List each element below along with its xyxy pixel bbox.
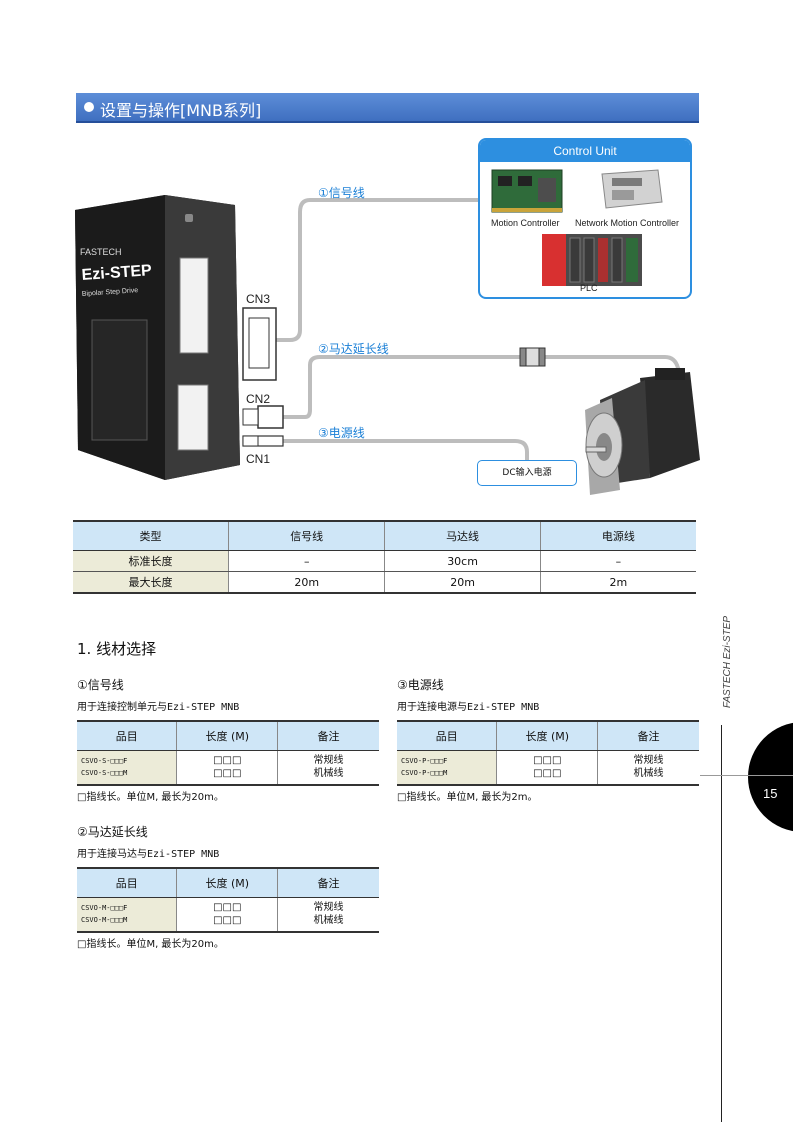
table-header-cell: 长度 (M) [176,720,278,751]
power-title: ③电源线 [397,678,444,692]
cn3-connector [242,307,277,381]
table-row: 最大长度 20m 20m 2m [73,571,696,594]
cn2-label: CN2 [246,392,271,406]
table-cell: – [228,550,385,572]
length-cell: □□□□□□ [496,750,598,786]
table-header-row: 品目 长度 (M) 备注 [397,720,699,751]
network-motion-controller-caption: Network Motion Controller [575,218,680,228]
control-unit-title: Control Unit [480,140,690,162]
side-brand-text: FASTECH Ezi-STEP [722,616,733,708]
power-cable [283,439,529,460]
power-cable-label: ③电源线 [318,426,365,440]
table-header-cell: 马达线 [384,520,541,551]
motor-cable-label: ②马达延长线 [318,342,389,356]
signal-note: □指线长。单位M, 最长为20m。 [77,792,224,803]
table-cell: 20m [228,571,385,594]
plc-caption: PLC [580,283,598,293]
motor-cable-right [545,355,684,379]
motor-title: ②马达延长线 [77,825,148,839]
table-header-cell: 备注 [277,867,379,898]
cn3-label: CN3 [246,292,271,306]
remark-cell: 常规线机械线 [277,897,379,933]
table-header-cell: 长度 (M) [496,720,598,751]
table-header-cell: 品目 [77,867,177,898]
cable-spec-table: 类型 信号线 马达线 电源线 标准长度 – 30cm – 最大长度 20m 20… [73,520,696,594]
motor-cable-left [283,355,520,419]
table-header-row: 品目 长度 (M) 备注 [77,720,379,751]
remark-cell: 常规线机械线 [277,750,379,786]
table-cell: 标准长度 [73,550,229,572]
table-cell: 最大长度 [73,571,229,594]
motor-desc: 用于连接马达与Ezi-STEP MNB [77,849,220,860]
table-header-cell: 备注 [597,720,699,751]
table-header-row: 类型 信号线 马达线 电源线 [73,520,696,551]
signal-title: ①信号线 [77,678,124,692]
side-rule [721,725,722,1122]
step-motor-image [585,368,700,495]
plc-image [542,234,642,286]
table-header-cell: 类型 [73,520,229,551]
signal-cable-label: ①信号线 [318,186,365,200]
bullet-icon [84,102,94,112]
control-unit-box: Control Unit Motion Controller Network M… [478,138,692,299]
cn2-connector [257,405,284,429]
table-header-cell: 信号线 [228,520,385,551]
tab-rule [700,775,793,776]
wiring-diagram: FASTECH Ezi-STEP Bipolar Step Drive [75,195,700,495]
drive-brand-text: FASTECH [80,247,122,257]
power-note: □指线长。单位M, 最长为2m。 [397,792,538,803]
signal-cable [276,198,478,342]
table-header-row: 品目 长度 (M) 备注 [77,867,379,898]
drive-subtitle-text: Bipolar Step Drive [82,287,139,298]
motion-controller-caption: Motion Controller [491,218,560,228]
drive-unit [75,195,240,480]
dc-input-box: DC输入电源 [477,460,577,486]
signal-desc: 用于连接控制单元与Ezi-STEP MNB [77,702,240,713]
table-header-cell: 品目 [397,720,497,751]
page-tab [748,722,793,832]
motor-note: □指线长。单位M, 最长为20m。 [77,939,224,950]
table-cell: 2m [539,571,696,594]
motion-controller-image [491,169,563,213]
section-title: 1. 线材选择 [77,640,157,658]
length-cell: □□□□□□ [176,897,278,933]
length-cell: □□□□□□ [176,750,278,786]
table-row: 标准长度 – 30cm – [73,550,696,572]
table-cell: 30cm [384,550,541,572]
table-header-cell: 长度 (M) [176,867,278,898]
cn1-label: CN1 [246,452,271,466]
page-title: 设置与操作[MNB系列] [100,101,262,120]
table-header-cell: 电源线 [539,520,696,551]
table-header-cell: 品目 [77,720,177,751]
network-motion-controller-image [601,169,663,209]
table-header-cell: 备注 [277,720,379,751]
table-cell: – [539,550,696,572]
table-cell: 20m [384,571,541,594]
remark-cell: 常规线机械线 [597,750,699,786]
control-unit-devices [491,169,663,286]
section-header-bar: 设置与操作[MNB系列] [76,93,699,123]
page-number: 15 [763,786,778,801]
power-desc: 用于连接电源与Ezi-STEP MNB [397,702,540,713]
drive-model-text: Ezi-STEP [81,262,153,284]
side-brand: FASTECH Ezi-STEP [722,616,733,708]
